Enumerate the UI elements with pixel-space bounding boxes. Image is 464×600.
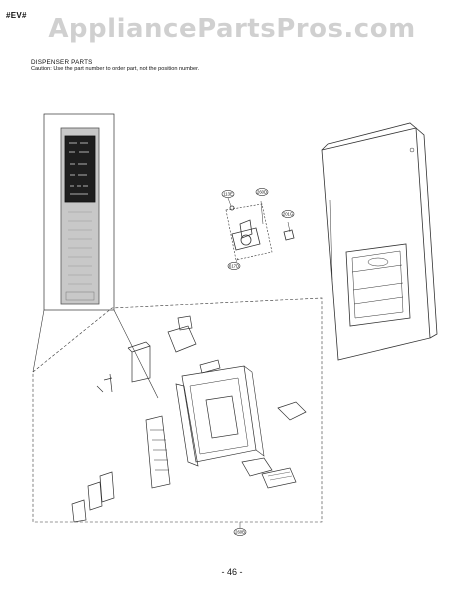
model-code: #EV#	[6, 11, 27, 20]
svg-text:201G: 201G	[283, 212, 293, 217]
dispenser-module-parts	[71, 315, 307, 523]
page-number: - 46 -	[221, 567, 243, 577]
watermark-text: AppliancePartsPros.com	[48, 14, 416, 44]
svg-text:260B: 260B	[235, 530, 245, 535]
callout-260B: 260B	[233, 528, 247, 536]
svg-text:617D: 617D	[229, 264, 239, 269]
dispenser-module-outline	[32, 297, 323, 523]
dispenser-damper-mechanism	[225, 197, 295, 263]
control-panel-assembly	[32, 113, 159, 399]
section-title: DISPENSER PARTS	[31, 59, 93, 66]
callout-113E: 113E	[221, 190, 235, 198]
callout-617D: 617D	[227, 262, 241, 270]
callout-260D: 260D	[255, 188, 269, 196]
callout-201G: 201G	[281, 210, 295, 218]
refrigerator-door	[321, 122, 438, 361]
svg-text:113E: 113E	[223, 192, 233, 197]
svg-text:260D: 260D	[257, 190, 267, 195]
caution-note: Caution: Use the part number to order pa…	[31, 66, 200, 72]
